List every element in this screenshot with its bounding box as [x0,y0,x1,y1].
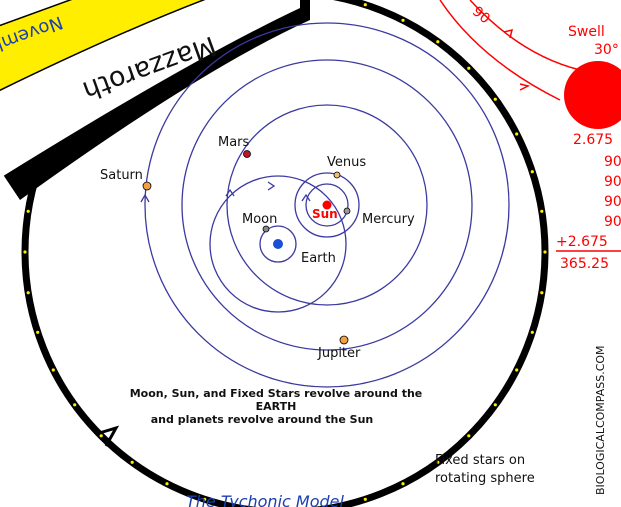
swell-label: Swell [568,24,605,40]
side-credit: BIOLOGICALCOMPASS.COM [594,345,607,495]
star-dot [203,497,207,501]
saturn-orbit-arrow [140,193,150,203]
mars-label: Mars [218,135,250,150]
moon-orbit [259,225,297,263]
model-caption: Moon, Sun, and Fixed Stars revolve aroun… [130,387,423,426]
saturn-orbit [144,22,510,388]
star-dot [515,132,519,136]
swell-sum-line-3: 90 [604,174,621,190]
swell-sum-line-1: 2.675 [573,132,613,148]
mars-body [243,150,251,158]
star-dot [467,66,471,70]
moon-body [262,225,270,233]
mercury-orbit [305,183,349,227]
venus-orbit [294,172,360,238]
fixed-stars-note-line-1: Fixed stars on [435,453,525,468]
star-dot [436,460,440,464]
venus-label: Venus [327,155,366,170]
caption-line-3: and planets revolve around the Sun [151,413,374,426]
swell-sum-line-6: +2.675 [556,234,608,250]
swell-sum: 2.675 90 90 90 90 +2.675 365.25 [556,132,621,272]
star-dot [467,434,471,438]
star-dot [73,403,77,407]
earth-label: Earth [301,251,336,266]
star-dot [493,403,497,407]
star-dot [363,3,367,7]
fixed-stars-note-line-2: rotating sphere [435,471,535,486]
body-labels: Sun Earth Moon Mercury Venus Mars Jupite… [100,135,415,361]
swell-angle: 30° [594,42,619,58]
swell-sun-disc [564,61,621,129]
venus-body [333,171,341,179]
swell-sum-line-2: 90 [604,154,621,170]
banner-yellow-band [0,0,206,92]
star-dot [530,170,534,174]
star-dot [51,368,55,372]
model-title: The Tychonic Model [186,492,344,507]
swell-arc-arrow-1 [503,28,514,39]
caption-line-1: Moon, Sun, and Fixed Stars revolve aroun… [130,387,423,400]
star-dot [23,250,27,254]
bodies [142,150,351,345]
star-dot [493,97,497,101]
star-dot [363,497,367,501]
banner-white-band [0,0,300,178]
saturn-body [142,181,152,191]
star-dot [26,291,30,295]
jupiter-body [339,335,349,345]
mercury-label: Mercury [362,212,415,227]
star-dot [26,209,30,213]
star-dot [165,482,169,486]
sun-body [322,200,332,210]
swell-arc-arrow-2 [519,83,531,91]
star-dot [540,209,544,213]
swell-arc-outer [469,0,581,71]
star-dot [515,368,519,372]
swell-arc-inner [439,0,561,101]
star-dot [540,291,544,295]
fixed-stars-note: Fixed stars on rotating sphere [435,453,535,486]
star-dot [530,330,534,334]
swell-diagram: 90 Swell 30° 2.675 90 90 90 90 +2.675 36… [439,0,621,272]
saturn-label: Saturn [100,168,143,183]
sun-orbit-arrow [267,181,276,191]
moon-label: Moon [242,212,277,227]
star-dot [401,18,405,22]
orbits [144,22,510,388]
star-dot [36,330,40,334]
caption-line-2: EARTH [256,400,297,413]
jupiter-label: Jupiter [317,346,361,361]
sun-label: Sun [312,207,338,221]
mercury-body [343,207,351,215]
swell-arc-label: 90 [469,4,493,28]
orbit-arrows [140,181,311,203]
venus-orbit-arrow [301,193,311,202]
swell-sum-line-4: 90 [604,194,621,210]
sun-orbit-around-earth [209,175,347,313]
sphere-rotation-arrow [95,425,120,447]
star-dot [99,434,103,438]
star-dot [401,482,405,486]
swell-sum-total: 365.25 [560,256,609,272]
mars-orbit [226,104,428,306]
mars-orbit-arrow [225,188,235,197]
star-dot [543,250,547,254]
star-dot [436,40,440,44]
mazzaroth-banner: November 21 Mazzaroth [0,0,310,200]
star-dot [130,460,134,464]
earth-body [273,239,283,249]
jupiter-orbit [181,59,473,351]
swell-sum-line-5: 90 [604,214,621,230]
